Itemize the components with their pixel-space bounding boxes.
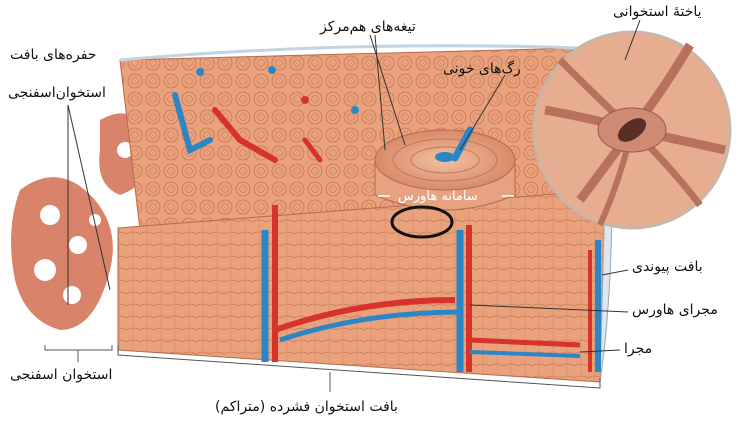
label-osteocyte: یاختهٔ استخوانی (613, 5, 702, 19)
label-spongy-bone-top: استخوان‌اسفنجی (8, 86, 106, 100)
label-haversian-canal: مجرای هاورس (632, 303, 718, 317)
label-haversian-system: سامانه هاورس (398, 190, 478, 203)
label-compact-bone: بافت استخوان فشرده (متراکم) (215, 400, 398, 414)
label-canal: مجرا (624, 342, 652, 356)
osteocyte-inset (534, 32, 730, 228)
label-connective-tissue: بافت پیوندی (632, 260, 703, 274)
label-spongy-bone-bottom: استخوان اسفنجی (10, 368, 112, 382)
label-spongy-spaces: حفره‌های بافت (10, 48, 96, 62)
label-blood-vessels: رگ‌های خونی (443, 62, 521, 76)
label-concentric-lamellae: تیغه‌های هم‌مرکز (320, 20, 416, 34)
